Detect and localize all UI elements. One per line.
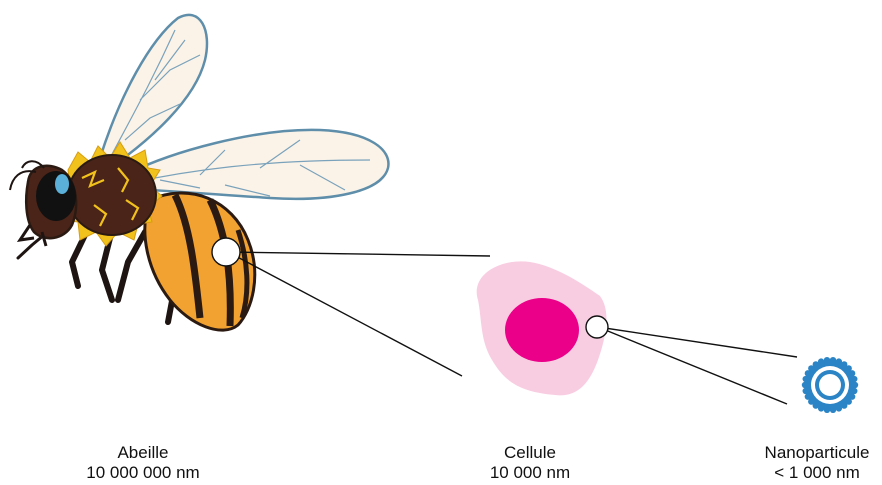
nanoparticle-bead: [803, 376, 809, 382]
cell-caption: Cellule 10 000 nm: [450, 443, 610, 483]
bee-abdomen: [145, 193, 255, 330]
nanoparticle-bead: [851, 388, 857, 394]
nanoparticle-bead: [803, 388, 809, 394]
nanoparticle-bead: [805, 393, 811, 399]
nanoparticle-size: < 1 000 nm: [752, 463, 882, 483]
zoom-cell-to-nano: [586, 316, 797, 404]
nanoparticle: [802, 357, 858, 413]
cell-nucleus: [505, 298, 579, 362]
cell-label: Cellule: [450, 443, 610, 463]
bee-magnifier-circle: [212, 238, 240, 266]
cell-size: 10 000 nm: [450, 463, 610, 483]
cell-magnifier-circle: [586, 316, 608, 338]
nanoparticle-bead: [802, 382, 808, 388]
nanoparticle-label: Nanoparticule: [752, 443, 882, 463]
nanoparticle-bead: [836, 405, 842, 411]
nanoparticle-core: [819, 374, 841, 396]
bee-size: 10 000 000 nm: [48, 463, 238, 483]
nanoparticle-bead: [824, 357, 830, 363]
nanoparticle-bead: [830, 407, 836, 413]
bee-caption: Abeille 10 000 000 nm: [48, 443, 238, 483]
nanoparticle-bead: [849, 370, 855, 376]
nanoparticle-bead: [818, 358, 824, 364]
nanoparticle-caption: Nanoparticule < 1 000 nm: [752, 443, 882, 483]
bee-head: [10, 161, 76, 246]
bee-upper-wing: [100, 15, 207, 168]
nanoparticle-bead: [852, 382, 858, 388]
nanoparticle-bead: [824, 407, 830, 413]
nanoparticle-bead: [851, 376, 857, 382]
bee-eye: [36, 171, 76, 221]
bee-label: Abeille: [48, 443, 238, 463]
nanoparticle-bead: [830, 357, 836, 363]
